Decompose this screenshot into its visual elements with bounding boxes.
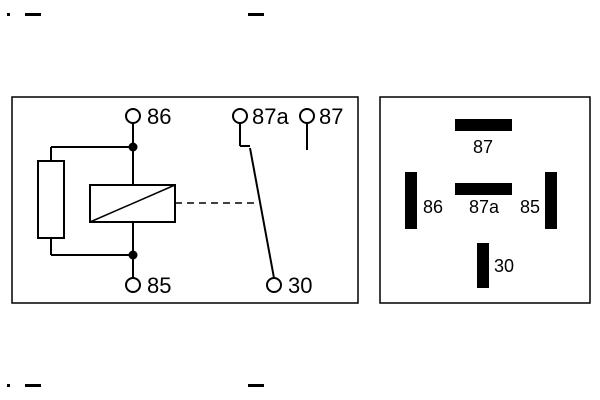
pin-30-bar	[477, 243, 489, 288]
pin-85-label: 85	[520, 197, 540, 217]
pin-87-bar	[455, 119, 512, 131]
terminal-30-label: 30	[288, 273, 312, 298]
terminal-85-label: 85	[147, 273, 171, 298]
crop-marks	[7, 13, 264, 387]
crop-mark-dash	[25, 13, 41, 16]
schematic-border	[11, 96, 359, 304]
crop-mark-dot	[7, 384, 10, 387]
crop-mark-dot	[7, 13, 10, 16]
terminal-87-label: 87	[319, 104, 343, 129]
pin-30-label: 30	[494, 256, 514, 276]
pinout-panel: 87 86 87a 85 30	[379, 96, 591, 304]
pin-87a-bar	[455, 183, 512, 195]
pin-85-bar	[545, 172, 557, 229]
pin-87a-label: 87a	[469, 197, 500, 217]
terminal-86-label: 86	[147, 104, 171, 129]
crop-mark-dash	[248, 384, 264, 387]
terminal-85-circle	[125, 277, 141, 293]
switch-armature	[249, 147, 275, 279]
terminal-30-circle	[266, 277, 282, 293]
pin-87-label: 87	[473, 137, 493, 157]
terminal-87-circle	[299, 108, 315, 124]
pin-86-label: 86	[423, 197, 443, 217]
relay-coil-diagonal	[89, 184, 176, 223]
terminal-87a-circle	[232, 108, 248, 124]
schematic-panel: 86 85 87a 87 30	[11, 96, 359, 304]
resistor-box	[37, 160, 65, 239]
crop-mark-dash	[25, 384, 41, 387]
terminal-86-circle	[125, 108, 141, 124]
terminal-87a-label: 87a	[252, 104, 289, 129]
crop-mark-dash	[248, 13, 264, 16]
pin-86-bar	[405, 172, 417, 229]
pinout-border	[379, 96, 591, 304]
